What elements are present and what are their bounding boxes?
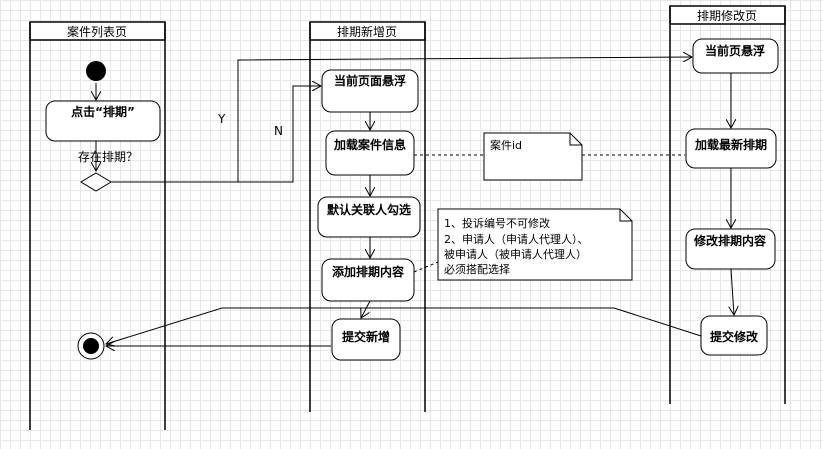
action-label: 提交修改 bbox=[710, 329, 759, 344]
action-add-load-case: 加载案件信息 bbox=[325, 130, 415, 176]
note-link-rules bbox=[413, 261, 439, 273]
action-label: 加载最新排期 bbox=[694, 137, 767, 152]
action-add-submit: 提交新增 bbox=[331, 318, 401, 361]
action-label: 加载案件信息 bbox=[333, 137, 406, 152]
action-label: 添加排期内容 bbox=[332, 264, 404, 279]
guard-no: N bbox=[274, 124, 283, 138]
action-edit-content: 修改排期内容 bbox=[685, 228, 776, 270]
start-node bbox=[86, 61, 106, 81]
guard-yes: Y bbox=[217, 112, 226, 126]
action-add-float: 当前页面悬浮 bbox=[321, 69, 419, 113]
end-node bbox=[77, 332, 105, 360]
action-add-default-check: 默认关联人勾选 bbox=[317, 196, 421, 238]
note-case-id: 案件id bbox=[483, 132, 583, 181]
note-case-id-text: 案件id bbox=[490, 138, 522, 152]
action-edit-float: 当前页悬浮 bbox=[692, 38, 779, 74]
action-label: 默认关联人勾选 bbox=[327, 202, 411, 217]
note-rules: 1、投诉编号不可修改 2、申请人（申请人代理人）、 被申请人（被申请人代理人） … bbox=[437, 208, 633, 281]
action-edit-submit: 提交修改 bbox=[700, 315, 768, 356]
action-label: 提交新增 bbox=[342, 329, 390, 344]
lane-schedule-add: 排期新增页 bbox=[309, 21, 426, 412]
action-label: 点击“排期” bbox=[71, 104, 135, 119]
flow-add-4-5 bbox=[361, 300, 371, 318]
note-rules-line: 2、申请人（申请人代理人）、 bbox=[444, 233, 589, 246]
note-rules-line: 必须搭配选择 bbox=[444, 262, 510, 276]
lane-schedule-edit: 排期修改页 bbox=[669, 5, 786, 404]
lane-title-edit: 排期修改页 bbox=[697, 8, 757, 23]
note-rules-line: 1、投诉编号不可修改 bbox=[444, 216, 550, 230]
decision-label: 存在排期？ bbox=[78, 150, 138, 164]
action-label: 当前页面悬浮 bbox=[334, 73, 406, 88]
lane-title-list: 案件列表页 bbox=[67, 24, 127, 39]
action-click-schedule: 点击“排期” bbox=[45, 100, 161, 142]
action-label: 当前页悬浮 bbox=[705, 43, 765, 58]
action-edit-load-latest: 加载最新排期 bbox=[685, 128, 777, 169]
lane-title-add: 排期新增页 bbox=[337, 24, 397, 39]
note-rules-line: 被申请人（被申请人代理人） bbox=[444, 248, 587, 261]
flow-edit-3-4 bbox=[731, 268, 734, 315]
action-label: 修改排期内容 bbox=[693, 233, 766, 248]
lane-case-list: 案件列表页 bbox=[29, 21, 166, 430]
decision-node bbox=[80, 172, 112, 192]
flow-edit-submit-to-end bbox=[106, 307, 702, 344]
connectors bbox=[96, 57, 734, 346]
action-add-content: 添加排期内容 bbox=[321, 258, 415, 302]
flow-no-to-add bbox=[110, 86, 321, 183]
